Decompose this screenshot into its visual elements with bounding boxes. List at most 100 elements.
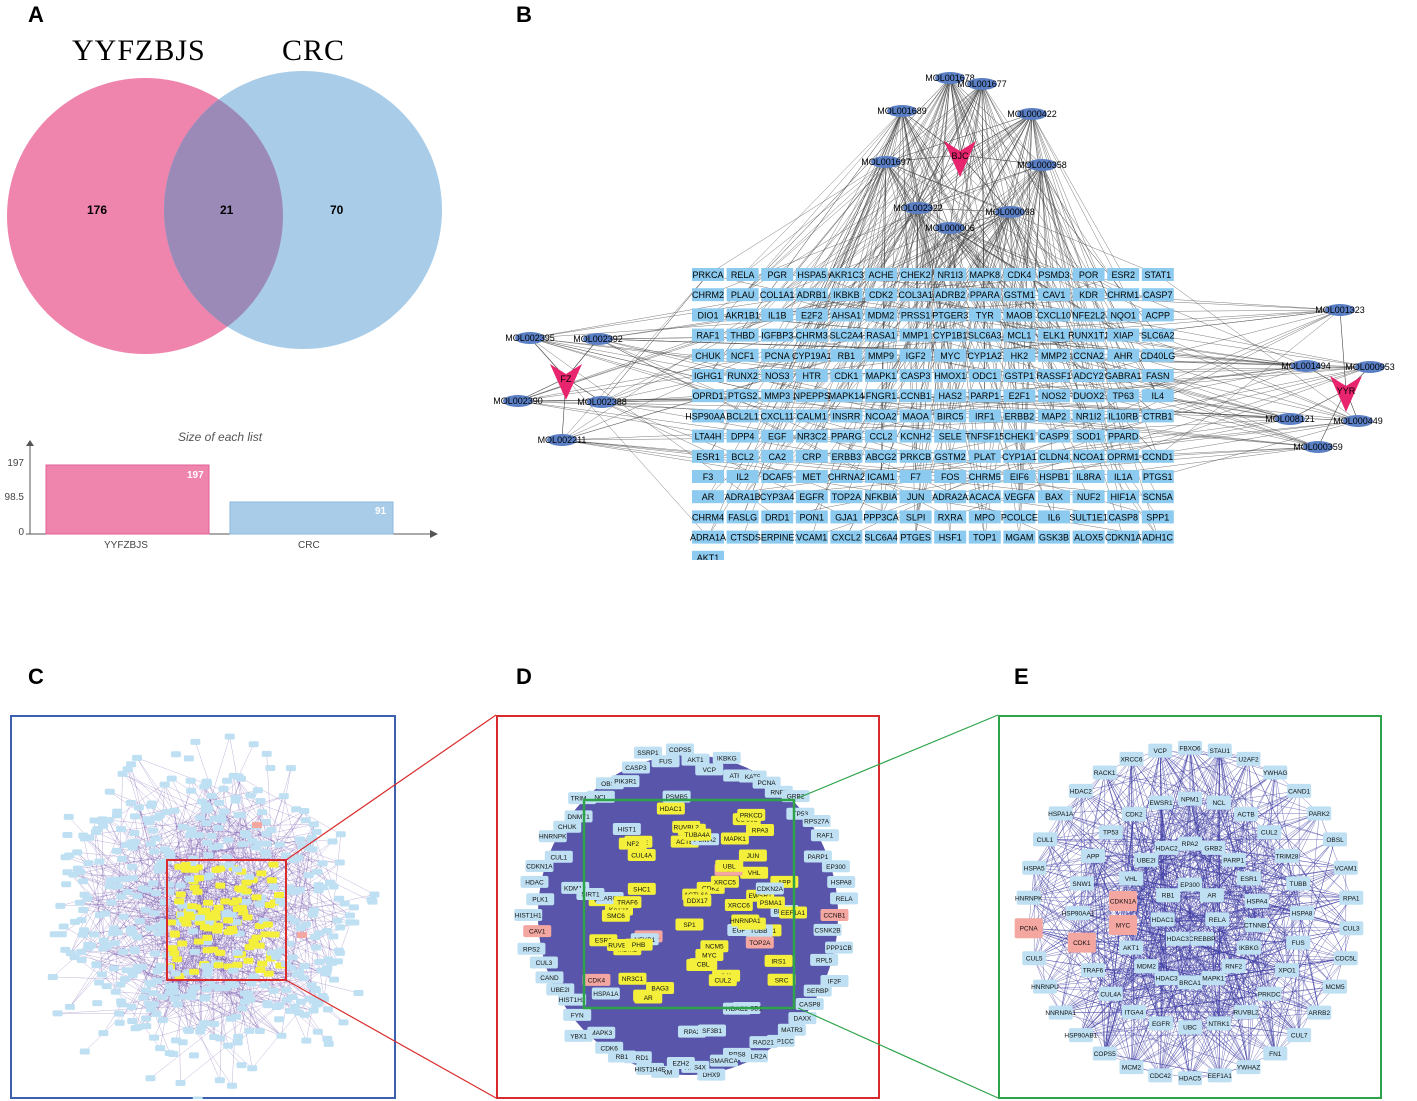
ppi-node[interactable]: XRCC5 bbox=[710, 875, 739, 888]
ppi-hub-node[interactable]: ITGA4 bbox=[1122, 1004, 1146, 1019]
target-node[interactable]: GJA1 bbox=[830, 510, 863, 524]
ppi-node[interactable]: CCNB1 bbox=[820, 909, 849, 921]
target-node[interactable]: HMOX1 bbox=[934, 369, 966, 382]
target-node[interactable]: GSK3B bbox=[1038, 530, 1070, 544]
target-node[interactable]: CTSD bbox=[726, 530, 759, 544]
target-node[interactable]: NFKBIA bbox=[865, 490, 898, 504]
target-node[interactable]: TOP2A bbox=[830, 490, 863, 504]
ppi-hub-node[interactable]: AR bbox=[1199, 888, 1224, 903]
target-node[interactable]: IL2 bbox=[726, 470, 759, 483]
ppi-node[interactable]: CUL4A bbox=[627, 848, 656, 861]
target-node[interactable]: PLAU bbox=[726, 288, 759, 302]
ppi-node[interactable]: SMARCA bbox=[709, 1054, 739, 1067]
target-node[interactable]: MAP2 bbox=[1038, 409, 1070, 423]
ppi-hub-node[interactable]: NNRNPA1 bbox=[1045, 1005, 1076, 1020]
ppi-hub-node[interactable]: CDC42 bbox=[1148, 1068, 1173, 1083]
ppi-node[interactable]: YBX1 bbox=[564, 1029, 593, 1042]
molecule-node[interactable]: MOL001678 bbox=[925, 72, 975, 84]
ppi-hub-node[interactable]: RNF2 bbox=[1221, 959, 1246, 974]
ppi-hub-node[interactable]: HNRNPK bbox=[1015, 890, 1043, 905]
target-node[interactable]: E2F1 bbox=[1003, 389, 1036, 403]
ppi-node[interactable]: CUL3 bbox=[529, 956, 558, 969]
target-node[interactable]: TOP1 bbox=[968, 530, 1001, 544]
target-node[interactable]: MAOB bbox=[1003, 308, 1036, 322]
target-node[interactable]: F7 bbox=[899, 470, 932, 483]
ppi-node[interactable]: TOP2A bbox=[745, 936, 774, 949]
ppi-node[interactable]: VCP bbox=[695, 763, 724, 776]
molecule-node[interactable]: MOL001677 bbox=[957, 78, 1007, 90]
ppi-node[interactable]: CAND bbox=[535, 971, 564, 984]
target-node[interactable]: HSPB1 bbox=[1038, 470, 1070, 483]
ppi-hub-node[interactable]: HSPA1A bbox=[1048, 806, 1074, 821]
target-node[interactable]: IGHG1 bbox=[692, 369, 724, 382]
target-node[interactable]: EGFR bbox=[795, 490, 828, 504]
target-node[interactable]: CHRM2 bbox=[692, 288, 724, 302]
target-node[interactable]: F3 bbox=[692, 470, 724, 483]
target-node[interactable]: JUN bbox=[899, 490, 932, 504]
target-node[interactable]: IL8RA bbox=[1072, 470, 1105, 483]
ppi-node[interactable]: HIST1H4E bbox=[635, 1062, 667, 1075]
ppi-hub-node[interactable]: XPO1 bbox=[1274, 963, 1299, 978]
target-node[interactable]: FASLG bbox=[726, 510, 759, 524]
target-node[interactable]: PTGER3 bbox=[932, 308, 968, 322]
target-node[interactable]: DUOX2 bbox=[1072, 389, 1105, 403]
target-node[interactable]: SELE bbox=[934, 429, 967, 443]
target-node[interactable]: ADRA2A bbox=[932, 490, 968, 504]
target-node[interactable]: IKBKB bbox=[830, 288, 863, 302]
target-node[interactable]: CHRM5 bbox=[969, 470, 1001, 483]
target-node[interactable]: EIF6 bbox=[1003, 470, 1036, 483]
ppi-node[interactable]: CASP8 bbox=[795, 997, 824, 1010]
target-node[interactable]: CRP bbox=[795, 449, 828, 463]
ppi-hub-node[interactable]: NTRK1 bbox=[1206, 1016, 1231, 1031]
ppi-node[interactable]: CSNK2B bbox=[813, 923, 842, 936]
ppi-hub-node[interactable]: CUL1 bbox=[1032, 832, 1057, 847]
ppi-hub-node[interactable]: IKBKG bbox=[1236, 940, 1261, 955]
target-node[interactable]: RXRA bbox=[934, 510, 967, 524]
target-node[interactable]: PPP3CA bbox=[863, 510, 899, 524]
ppi-hub-node[interactable]: OBSL bbox=[1323, 832, 1348, 847]
target-node[interactable]: EGF bbox=[761, 429, 794, 443]
ppi-hub-node[interactable]: CDC5L bbox=[1333, 951, 1358, 966]
target-node[interactable]: MPO bbox=[968, 510, 1001, 524]
molecule-node[interactable]: MOL000358 bbox=[1017, 159, 1067, 171]
target-node[interactable]: CHRNA2 bbox=[828, 470, 865, 483]
target-node[interactable]: PLAT bbox=[968, 449, 1001, 463]
target-node[interactable]: RAF1 bbox=[692, 328, 724, 342]
ppi-node[interactable]: MAPK3 bbox=[587, 1026, 616, 1039]
target-node[interactable]: CHRM1 bbox=[1107, 288, 1139, 302]
ppi-hub-node[interactable]: GRB2 bbox=[1201, 840, 1226, 855]
ppi-hub-node[interactable]: PRKDC bbox=[1257, 986, 1282, 1001]
ppi-node[interactable]: IF2F bbox=[820, 975, 849, 988]
ppi-hub-node[interactable]: TRIM28 bbox=[1274, 848, 1299, 863]
target-node[interactable]: ADRA1A bbox=[690, 530, 726, 544]
target-node[interactable]: HSF1 bbox=[934, 530, 967, 544]
target-node[interactable]: CHEK1 bbox=[1003, 429, 1036, 443]
ppi-node[interactable]: SRC bbox=[767, 973, 796, 986]
ppi-hub-node[interactable]: APP bbox=[1081, 848, 1106, 863]
target-node[interactable]: COL3A1 bbox=[898, 288, 933, 302]
target-node[interactable]: STAT1 bbox=[1141, 268, 1174, 281]
ppi-node[interactable]: TRAF6 bbox=[613, 896, 642, 909]
target-node[interactable]: ACHE bbox=[865, 268, 897, 281]
ppi-node[interactable]: JUN bbox=[738, 849, 767, 862]
ppi-node[interactable]: PCNA bbox=[752, 776, 781, 789]
ppi-hub-node[interactable]: HDAC3 bbox=[1154, 971, 1179, 986]
target-node[interactable]: RB1 bbox=[830, 348, 863, 362]
ppi-node[interactable]: PSMA1 bbox=[756, 896, 785, 909]
ppi-hub-node[interactable]: TP53 bbox=[1098, 825, 1123, 840]
target-node[interactable]: NR3C2 bbox=[795, 429, 828, 443]
ppi-hub-node[interactable]: NPM1 bbox=[1178, 791, 1202, 806]
target-node[interactable]: MAPK1 bbox=[865, 369, 897, 382]
target-node[interactable]: CYP1B1 bbox=[933, 328, 968, 342]
target-node[interactable]: CYP19A1 bbox=[792, 348, 832, 362]
target-node[interactable]: MET bbox=[795, 470, 828, 483]
target-node[interactable]: CASP7 bbox=[1141, 288, 1174, 302]
ppi-node[interactable]: CUL2 bbox=[708, 974, 737, 987]
ppi-node[interactable]: HIST1 bbox=[612, 823, 641, 836]
target-node[interactable]: MAPK14 bbox=[829, 389, 865, 403]
ppi-hub-node[interactable]: AKT1 bbox=[1119, 940, 1144, 955]
molecule-node[interactable]: MOL001697 bbox=[861, 156, 911, 168]
ppi-node[interactable]: AKT1 bbox=[681, 753, 710, 766]
ppi-hub-node[interactable]: EEF1A1 bbox=[1208, 1068, 1233, 1083]
target-node[interactable]: MAOA bbox=[899, 409, 932, 423]
